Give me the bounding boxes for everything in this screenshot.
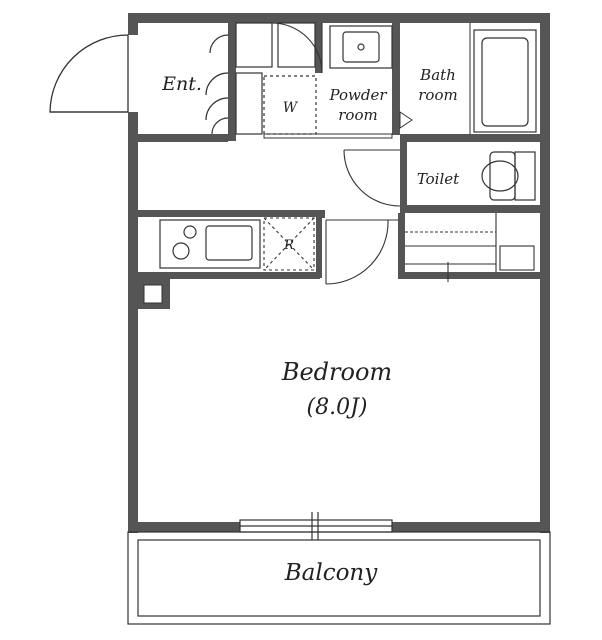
bath-room-label-1: Bath <box>419 66 456 84</box>
balcony-area <box>127 531 551 625</box>
fridge-space <box>263 217 315 271</box>
entrance-label: Ent. <box>161 73 202 95</box>
bath-room-label-2: room <box>418 86 457 104</box>
toilet-fixture <box>481 151 536 201</box>
bedroom-door <box>325 219 389 285</box>
outer-walls <box>128 13 550 533</box>
toilet-label: Toilet <box>417 170 460 188</box>
bath-door-marker <box>399 111 413 129</box>
powder-room-label-2: room <box>338 106 377 124</box>
interior-walls <box>138 23 540 309</box>
shoe-cabinet <box>205 22 316 135</box>
bedroom-size-label: (8.0J) <box>307 395 368 420</box>
powder-door <box>271 22 323 74</box>
bath-tub <box>473 29 537 133</box>
closet <box>405 213 535 282</box>
entrance-door <box>49 34 129 113</box>
kitchen-counter <box>159 219 261 269</box>
washer-label: W <box>283 100 299 116</box>
bedroom-window <box>239 512 393 540</box>
powder-threshold <box>263 133 393 139</box>
fridge-label: R <box>283 238 294 253</box>
sink <box>329 25 393 69</box>
toilet-door <box>343 149 401 207</box>
washer-space <box>263 75 317 135</box>
powder-room-label-1: Powder <box>328 86 387 104</box>
balcony-label: Balcony <box>284 560 379 586</box>
small-niche <box>143 284 163 304</box>
bedroom-label: Bedroom <box>281 358 392 386</box>
